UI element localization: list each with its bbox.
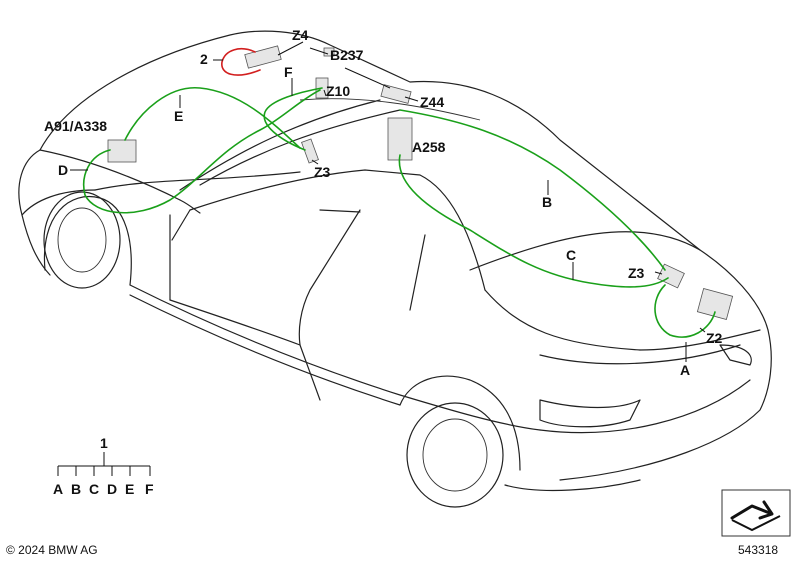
tree-leaf-c: C — [89, 481, 99, 497]
tree-root-label: 1 — [100, 435, 108, 451]
tree-leaf-d: D — [107, 481, 117, 497]
tree-leaf-e: E — [125, 481, 134, 497]
front-wheel — [43, 191, 121, 289]
harness-f — [263, 87, 323, 151]
harness-d — [83, 89, 321, 214]
harness-a — [654, 284, 716, 338]
label-z44: Z44 — [420, 94, 444, 110]
harness-e — [124, 87, 301, 149]
label-z3-front: Z3 — [314, 164, 331, 180]
label-z10: Z10 — [326, 83, 350, 99]
leader-lines — [70, 41, 706, 362]
harness-2 — [221, 48, 261, 76]
label-f: F — [284, 64, 293, 80]
label-b: B — [542, 194, 552, 210]
component-b237 — [323, 47, 335, 57]
component-z3-rear — [657, 263, 685, 289]
harness-c — [398, 154, 669, 288]
component-a91-a338 — [107, 139, 137, 163]
next-page-icon[interactable] — [721, 489, 791, 537]
label-a: A — [680, 362, 690, 378]
tree-leaf-a: A — [53, 481, 63, 497]
component-a258 — [387, 117, 413, 161]
tree-leaf-f: F — [145, 481, 154, 497]
rear-wheel — [406, 402, 504, 508]
label-c: C — [566, 247, 576, 263]
label-a91-a338: A91/A338 — [44, 118, 107, 134]
labels: Z4 2 B237 F Z10 Z44 E A91/A338 D Z3 A258… — [44, 27, 723, 378]
label-a258: A258 — [412, 139, 446, 155]
label-d: D — [58, 162, 68, 178]
component-z2 — [696, 288, 734, 320]
part-tree: 1 A B C D E F — [53, 435, 154, 497]
label-z3-rear: Z3 — [628, 265, 645, 281]
label-z2: Z2 — [706, 330, 723, 346]
label-z4: Z4 — [292, 27, 309, 43]
label-b237: B237 — [330, 47, 364, 63]
component-z44 — [380, 84, 412, 104]
car-body-outline — [18, 30, 772, 508]
component-z4 — [244, 45, 282, 69]
image-number: 543318 — [738, 543, 778, 557]
tree-leaf-b: B — [71, 481, 81, 497]
component-z3-front — [301, 138, 319, 164]
harness-b — [399, 109, 666, 271]
harnesses — [83, 48, 716, 338]
label-e: E — [174, 108, 183, 124]
copyright-text: © 2024 BMW AG — [6, 543, 98, 557]
label-2: 2 — [200, 51, 208, 67]
